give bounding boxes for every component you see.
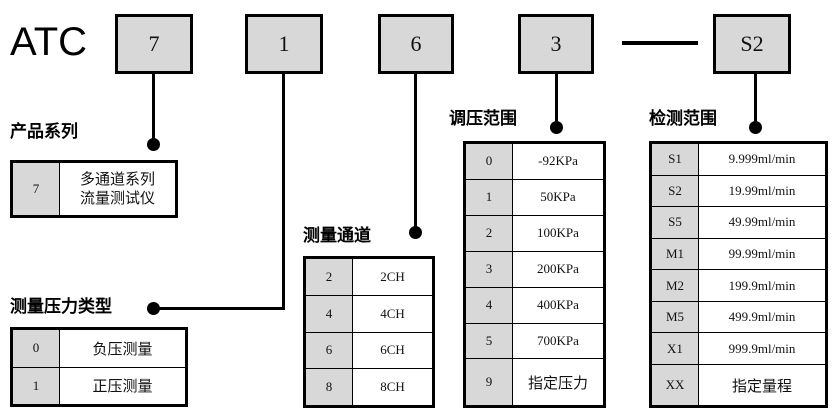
legend-code-cell: 3 <box>465 250 513 288</box>
caption-product-series: 产品系列 <box>10 122 78 141</box>
legend-desc-cell: 6CH <box>352 331 433 370</box>
legend-code-cell: S1 <box>651 143 699 176</box>
legend-code-cell: 7 <box>12 162 60 216</box>
table-row: 7 多通道系列 流量测试仪 <box>12 162 176 216</box>
table-row: 2 100KPa <box>465 214 604 252</box>
table-row: 0 负压测量 <box>12 329 186 368</box>
table-row: S1 9.999ml/min <box>651 143 826 176</box>
legend-code-cell: S2 <box>651 174 699 208</box>
legend-desc-cell: 正压测量 <box>59 366 186 405</box>
legend-code-cell: 2 <box>465 214 513 252</box>
legend-desc-cell: 199.9ml/min <box>698 269 826 302</box>
table-row: 4 4CH <box>305 294 433 333</box>
pressure-type-code-box[interactable]: 1 <box>245 14 323 74</box>
legend-code-cell: 4 <box>305 294 353 333</box>
table-row: X1 999.9ml/min <box>651 332 826 366</box>
connector-channel-line <box>414 74 417 234</box>
legend-detection-range: S1 9.999ml/min S2 19.99ml/min S5 49.99ml… <box>649 141 828 408</box>
legend-desc-cell: 49.99ml/min <box>698 206 826 239</box>
table-row: 0 -92KPa <box>465 143 604 180</box>
legend-desc-cell: 指定量程 <box>698 364 826 406</box>
caption-pressure-range: 调压范围 <box>449 109 517 128</box>
table-row: 1 50KPa <box>465 178 604 216</box>
legend-desc-cell: 9.999ml/min <box>698 143 826 176</box>
connector-pressure-range-line <box>555 74 558 128</box>
connector-detection-range-dot <box>749 121 762 134</box>
connector-channel-dot <box>409 226 422 239</box>
caption-measure-channel: 测量通道 <box>303 226 371 245</box>
table-row: M1 99.99ml/min <box>651 237 826 271</box>
legend-desc-cell: -92KPa <box>512 143 604 180</box>
connector-pressure-range-dot <box>550 121 563 134</box>
legend-code-cell: M5 <box>651 300 699 334</box>
legend-code-cell: 0 <box>465 143 513 180</box>
connector-series-dot <box>147 138 160 151</box>
legend-measure-channel: 2 2CH 4 4CH 6 6CH 8 8CH <box>303 256 435 408</box>
legend-desc-cell: 19.99ml/min <box>698 174 826 208</box>
legend-desc-cell: 700KPa <box>512 322 604 360</box>
legend-desc-cell: 100KPa <box>512 214 604 252</box>
legend-desc-cell: 多通道系列 流量测试仪 <box>59 162 176 216</box>
table-row: 9 指定压力 <box>465 358 604 406</box>
legend-desc-line-1: 多通道系列 <box>79 170 155 189</box>
legend-pressure-range: 0 -92KPa 1 50KPa 2 100KPa 3 200KPa 4 400… <box>463 141 606 408</box>
table-row: S2 19.99ml/min <box>651 174 826 208</box>
legend-desc-cell: 指定压力 <box>512 358 604 406</box>
legend-desc-cell: 负压测量 <box>59 329 186 368</box>
table-row: 1 正压测量 <box>12 366 186 405</box>
connector-series-line <box>152 74 155 146</box>
legend-code-cell: XX <box>651 364 699 406</box>
legend-desc-cell: 4CH <box>352 294 433 333</box>
table-row: 2 2CH <box>305 258 433 296</box>
legend-desc-cell: 499.9ml/min <box>698 300 826 334</box>
table-row: 3 200KPa <box>465 250 604 288</box>
legend-desc-cell: 8CH <box>352 368 433 406</box>
legend-code-cell: S5 <box>651 206 699 239</box>
legend-desc-cell: 999.9ml/min <box>698 332 826 366</box>
legend-desc-cell: 200KPa <box>512 250 604 288</box>
legend-code-cell: 1 <box>465 178 513 216</box>
legend-desc-cell: 99.99ml/min <box>698 237 826 271</box>
legend-desc-cell: 50KPa <box>512 178 604 216</box>
connector-pressure-type-hline <box>153 307 285 310</box>
table-row: 4 400KPa <box>465 286 604 324</box>
table-row: M5 499.9ml/min <box>651 300 826 334</box>
legend-code-cell: 9 <box>465 358 513 406</box>
legend-product-series: 7 多通道系列 流量测试仪 <box>10 160 178 218</box>
table-row: 6 6CH <box>305 331 433 370</box>
legend-code-cell: 5 <box>465 322 513 360</box>
legend-code-cell: 0 <box>12 329 60 368</box>
series-code-box[interactable]: 7 <box>115 14 193 74</box>
table-row: S5 49.99ml/min <box>651 206 826 239</box>
table-row: XX 指定量程 <box>651 364 826 406</box>
caption-pressure-type: 测量压力类型 <box>10 297 112 316</box>
legend-code-cell: 8 <box>305 368 353 406</box>
table-row: 8 8CH <box>305 368 433 406</box>
legend-code-cell: 4 <box>465 286 513 324</box>
legend-code-cell: 2 <box>305 258 353 296</box>
table-row: 5 700KPa <box>465 322 604 360</box>
legend-desc-line-2: 流量测试仪 <box>79 189 155 207</box>
legend-desc-cell: 400KPa <box>512 286 604 324</box>
pressure-range-code-box[interactable]: 3 <box>518 14 594 74</box>
connector-pressure-type-dot <box>147 302 160 315</box>
legend-code-cell: 6 <box>305 331 353 370</box>
connector-detection-range-line <box>754 74 757 128</box>
legend-pressure-type: 0 负压测量 1 正压测量 <box>10 327 188 407</box>
table-row: M2 199.9ml/min <box>651 269 826 302</box>
code-separator-dash <box>622 41 698 45</box>
legend-code-cell: M2 <box>651 269 699 302</box>
channel-code-box[interactable]: 6 <box>378 14 454 74</box>
caption-detection-range: 检测范围 <box>649 109 717 128</box>
legend-code-cell: M1 <box>651 237 699 271</box>
legend-desc-cell: 2CH <box>352 258 433 296</box>
legend-code-cell: X1 <box>651 332 699 366</box>
detection-range-code-box[interactable]: S2 <box>713 14 791 74</box>
model-prefix-label: ATC <box>10 20 88 64</box>
connector-pressure-type-vline <box>282 74 285 310</box>
legend-code-cell: 1 <box>12 366 60 405</box>
